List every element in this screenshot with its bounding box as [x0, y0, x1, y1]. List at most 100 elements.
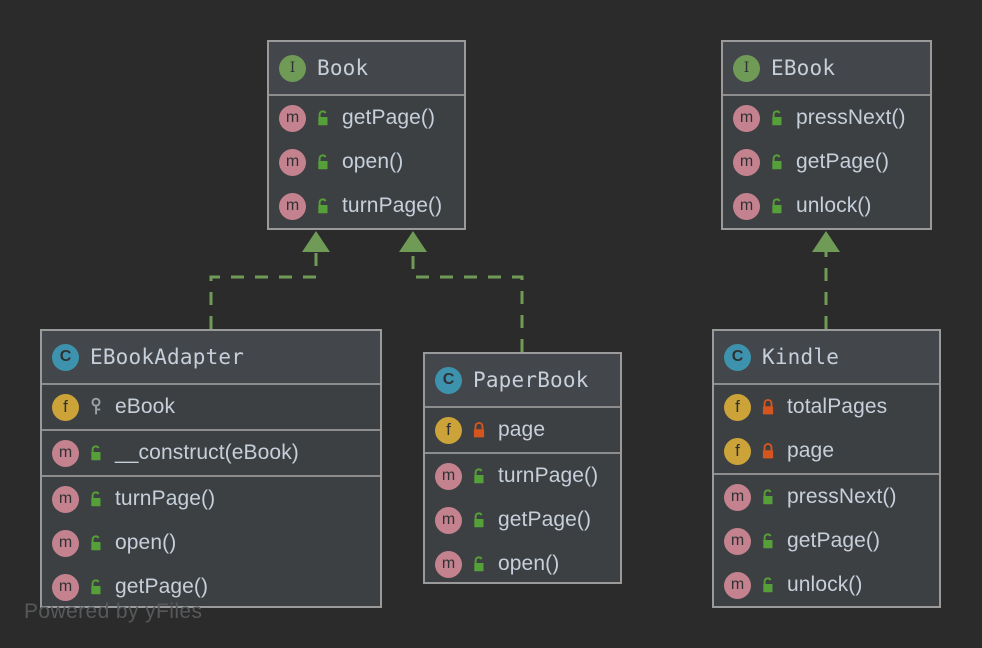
- unlocked-padlock-icon: [87, 577, 104, 597]
- unlocked-padlock-icon: [470, 466, 487, 486]
- uml-compartment: m pressNext() m getPage() m unlock(): [723, 96, 930, 228]
- uml-member-label: __construct(eBook): [115, 441, 299, 464]
- uml-member-label: eBook: [115, 395, 176, 418]
- interface-badge-icon: I: [279, 54, 306, 82]
- uml-member-row[interactable]: m __construct(eBook): [42, 431, 380, 475]
- method-badge-icon: m: [279, 148, 306, 176]
- unlocked-padlock-icon: [768, 196, 785, 216]
- uml-node-header: I Book: [269, 42, 464, 96]
- unlocked-padlock-icon: [314, 196, 331, 216]
- uml-member-row[interactable]: m getPage(): [723, 140, 930, 184]
- uml-node-title: Book: [317, 56, 369, 80]
- uml-member-row[interactable]: m getPage(): [269, 96, 464, 140]
- uml-compartment: m __construct(eBook): [42, 431, 380, 477]
- unlocked-padlock-icon: [768, 108, 785, 128]
- uml-node-title: EBook: [771, 56, 836, 80]
- method-badge-icon: m: [52, 485, 79, 513]
- uml-member-label: turnPage(): [342, 194, 443, 217]
- unlocked-padlock-icon: [470, 510, 487, 530]
- uml-node-header: C EBookAdapter: [42, 331, 380, 385]
- uml-member-label: open(): [498, 552, 560, 575]
- class-badge-icon: C: [52, 343, 79, 371]
- uml-member-label: getPage(): [796, 150, 890, 173]
- uml-member-label: turnPage(): [115, 487, 216, 510]
- locked-padlock-icon: [759, 441, 776, 461]
- method-badge-icon: m: [435, 550, 462, 578]
- method-badge-icon: m: [52, 439, 79, 467]
- uml-member-row[interactable]: m open(): [425, 542, 620, 582]
- uml-member-row[interactable]: m open(): [269, 140, 464, 184]
- class-badge-icon: C: [724, 343, 751, 371]
- uml-member-row[interactable]: f page: [425, 408, 620, 452]
- uml-member-label: totalPages: [787, 395, 888, 418]
- uml-compartment: m getPage() m open() m turnPage(): [269, 96, 464, 228]
- method-badge-icon: m: [279, 104, 306, 132]
- uml-member-label: page: [498, 418, 546, 441]
- uml-member-row[interactable]: m pressNext(): [714, 475, 939, 519]
- method-badge-icon: m: [724, 571, 751, 599]
- method-badge-icon: m: [724, 483, 751, 511]
- method-badge-icon: m: [52, 573, 79, 601]
- method-badge-icon: m: [724, 527, 751, 555]
- locked-padlock-icon: [470, 420, 487, 440]
- edge-kindle-ebook: [812, 231, 840, 329]
- method-badge-icon: m: [733, 192, 760, 220]
- unlocked-padlock-icon: [314, 108, 331, 128]
- method-badge-icon: m: [52, 529, 79, 557]
- uml-member-label: getPage(): [342, 106, 436, 129]
- method-badge-icon: m: [435, 462, 462, 490]
- uml-member-row[interactable]: f eBook: [42, 385, 380, 429]
- field-badge-icon: f: [52, 393, 79, 421]
- uml-member-label: page: [787, 439, 835, 462]
- interface-badge-icon: I: [733, 54, 760, 82]
- uml-node-title: Kindle: [762, 345, 840, 369]
- key-icon: [87, 397, 104, 417]
- uml-member-label: turnPage(): [498, 464, 599, 487]
- uml-member-row[interactable]: m turnPage(): [269, 184, 464, 228]
- uml-member-row[interactable]: m turnPage(): [425, 454, 620, 498]
- uml-member-row[interactable]: m unlock(): [714, 563, 939, 606]
- uml-member-label: unlock(): [796, 194, 872, 217]
- method-badge-icon: m: [733, 104, 760, 132]
- unlocked-padlock-icon: [87, 443, 104, 463]
- uml-member-row[interactable]: m pressNext(): [723, 96, 930, 140]
- uml-node-header: I EBook: [723, 42, 930, 96]
- uml-node-title: EBookAdapter: [90, 345, 245, 369]
- uml-member-label: unlock(): [787, 573, 863, 596]
- uml-member-row[interactable]: m turnPage(): [42, 477, 380, 521]
- uml-compartment: f eBook: [42, 385, 380, 431]
- method-badge-icon: m: [733, 148, 760, 176]
- unlocked-padlock-icon: [759, 575, 776, 595]
- class-badge-icon: C: [435, 366, 462, 394]
- locked-padlock-icon: [759, 397, 776, 417]
- field-badge-icon: f: [435, 416, 462, 444]
- edge-ebookadapter-book: [209, 231, 330, 329]
- method-badge-icon: m: [279, 192, 306, 220]
- yfiles-watermark: Powered by yFiles: [24, 600, 203, 623]
- unlocked-padlock-icon: [768, 152, 785, 172]
- uml-member-label: pressNext(): [787, 485, 897, 508]
- unlocked-padlock-icon: [87, 489, 104, 509]
- uml-member-row[interactable]: m unlock(): [723, 184, 930, 228]
- uml-member-label: pressNext(): [796, 106, 906, 129]
- method-badge-icon: m: [435, 506, 462, 534]
- uml-member-label: open(): [342, 150, 404, 173]
- unlocked-padlock-icon: [759, 487, 776, 507]
